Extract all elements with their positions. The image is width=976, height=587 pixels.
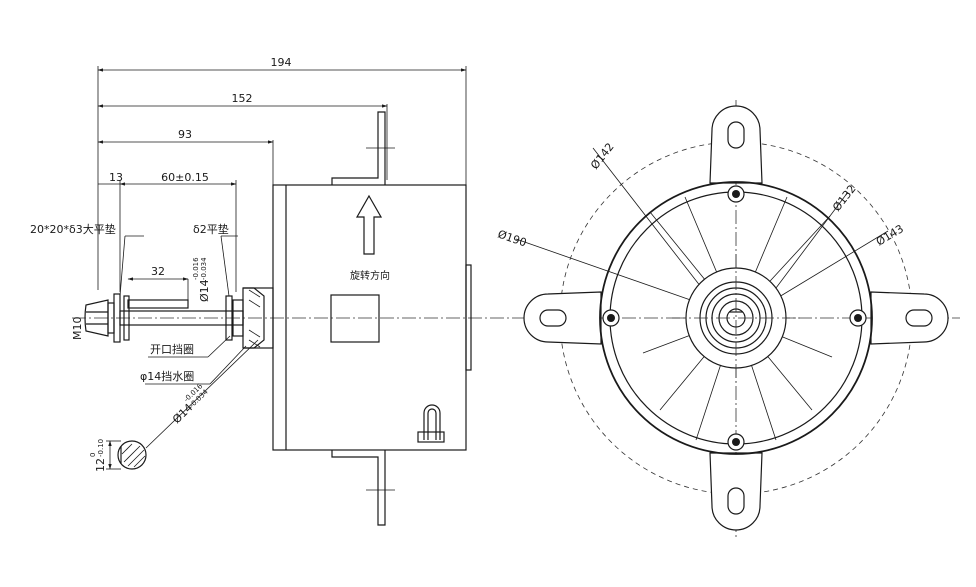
motor-rear-cap	[465, 264, 472, 371]
side-view: 194 152 93 13 60±0.15 32 旋转方向	[30, 56, 960, 526]
mounting-ear-bottom	[709, 452, 763, 531]
flat-width-tol-upper: 0	[89, 453, 97, 457]
ear-left-slot	[539, 309, 567, 327]
dia-142-label: Ø142	[588, 140, 617, 171]
leader-shaft-section	[145, 339, 259, 449]
section-hatch-2	[127, 449, 145, 467]
bolt-left	[602, 309, 620, 327]
leader-dia-132	[769, 191, 849, 297]
bracket-bottom	[331, 450, 386, 526]
dia-143-label: Ø143	[874, 222, 906, 248]
shaft-dia-upper-tol-lower: -0.034	[200, 257, 208, 280]
ear-bottom-slot	[727, 487, 745, 515]
motor-body	[272, 184, 467, 451]
hatch-3	[248, 329, 261, 338]
leader-dia-143	[773, 230, 889, 301]
hatch-1	[248, 289, 261, 298]
nut-flange	[107, 302, 115, 334]
mounting-ear-right	[870, 291, 949, 345]
shaft-dia-lower-callout: Ø14 -0.016 -0.034	[170, 382, 210, 426]
lead-wire-loop	[423, 404, 441, 440]
shaft-keyway	[127, 299, 189, 309]
nut	[84, 299, 109, 337]
section-hatch-4	[133, 455, 146, 468]
flat-width-tol-lower: -0.10	[97, 439, 105, 457]
lead-wire-clamp	[417, 431, 445, 443]
dim-60-label: 60±0.15	[161, 171, 209, 184]
mounting-ear-top	[709, 105, 763, 184]
section-hatch-3	[121, 443, 133, 455]
rotation-arrow-icon	[355, 194, 383, 255]
flat-width-label: 12	[94, 458, 107, 472]
leader-snap-ring	[207, 335, 231, 358]
bolt-top	[727, 185, 745, 203]
dim-152-label: 152	[232, 92, 253, 105]
ear-top-slot	[727, 121, 745, 149]
mounting-ear-left	[523, 291, 602, 345]
large-washer-label: 20*20*δ3大平垫	[30, 222, 116, 236]
leader-flat-washer	[220, 235, 230, 297]
dim-13-label: 13	[109, 171, 123, 184]
shaft-section-detail: 12 0 -0.10	[89, 439, 147, 472]
thread-label: M10	[71, 317, 84, 341]
shaft-section-circle	[117, 440, 147, 470]
flat-washer-label: δ2平垫	[193, 222, 229, 236]
leader-water-ring	[209, 345, 247, 385]
water-ring	[232, 299, 244, 337]
leader-dia-142	[592, 147, 709, 297]
shaft-dia-upper-tol-upper: -0.016	[192, 257, 200, 280]
hatch-2	[248, 299, 261, 308]
bearing-housing-taper	[243, 287, 265, 349]
leader-dia-190	[515, 238, 703, 305]
water-ring-label: φ14挡水圈	[140, 369, 194, 383]
terminal-box	[330, 294, 380, 343]
leader-large-washer	[119, 235, 126, 297]
rotation-direction-label: 旋转方向	[350, 269, 390, 282]
body-outer-circle	[599, 181, 873, 455]
section-hatch-1	[123, 445, 141, 463]
snap-ring-label: 开口挡圈	[150, 342, 194, 356]
dia-132-label: Ø132	[830, 182, 859, 213]
dia-190-label: Ø190	[496, 228, 528, 250]
shaft-dia-upper-callout: Ø14 -0.016 -0.034	[192, 257, 211, 302]
bolt-right	[849, 309, 867, 327]
dim-32-label: 32	[151, 265, 165, 278]
bolt-bottom	[727, 433, 745, 451]
dim-93-label: 93	[178, 128, 192, 141]
dim-194-label: 194	[271, 56, 292, 69]
lead-wire-inner	[427, 408, 437, 440]
flat-width-callout: 12 0 -0.10	[89, 439, 107, 472]
shaft-dia-upper-label: Ø14	[198, 279, 211, 302]
ear-right-slot	[905, 309, 933, 327]
front-view: Ø142 Ø132 Ø143 Ø190	[496, 100, 949, 540]
bracket-top	[331, 111, 386, 185]
spring-washer	[123, 295, 130, 341]
